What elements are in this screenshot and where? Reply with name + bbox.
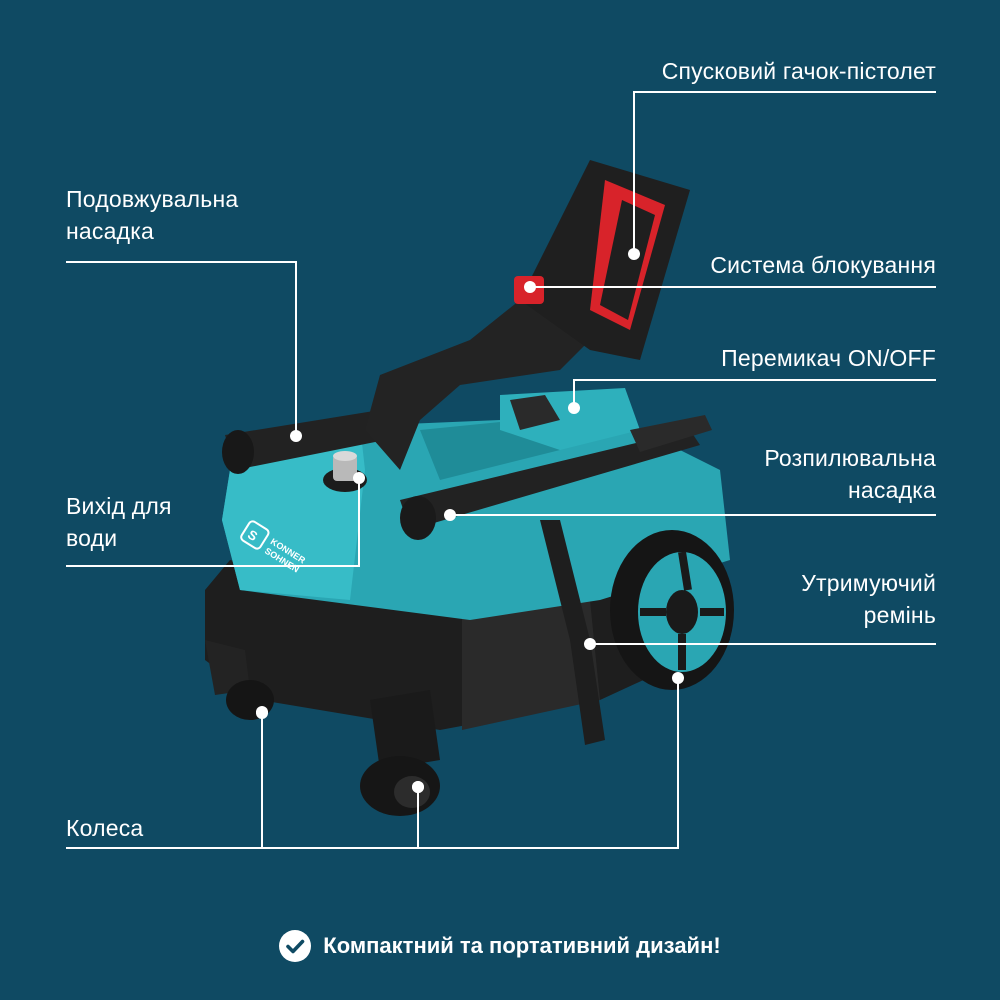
check-circle-icon bbox=[279, 930, 312, 962]
footer-text: Компактний та портативний дизайн! bbox=[323, 933, 721, 958]
label-power-switch-text: Перемикач ON/OFF bbox=[721, 345, 936, 371]
label-holding-strap: Утримуючий ремінь bbox=[801, 567, 936, 631]
label-extension-nozzle: Подовжувальна насадка bbox=[66, 183, 238, 247]
callout-water-outlet bbox=[66, 478, 360, 567]
footer-tagline: Компактний та портативний дизайн! bbox=[0, 926, 1000, 966]
label-wheels-text: Колеса bbox=[66, 815, 144, 841]
callout-extension-nozzle bbox=[66, 261, 297, 436]
label-power-switch: Перемикач ON/OFF bbox=[721, 342, 936, 374]
label-lock-system: Система блокування bbox=[710, 249, 936, 281]
callout-trigger-gun bbox=[633, 91, 936, 254]
label-spray-nozzle-line2: насадка bbox=[848, 477, 936, 503]
pressure-washer: S KONNER SOHNEN bbox=[205, 160, 734, 816]
label-extension-nozzle-line1: Подовжувальна bbox=[66, 186, 239, 212]
label-spray-nozzle-line1: Розпилювальна bbox=[764, 445, 936, 471]
label-water-outlet-line2: води bbox=[66, 525, 118, 551]
label-extension-nozzle-line2: насадка bbox=[66, 218, 154, 244]
callout-wheels bbox=[66, 678, 679, 849]
label-holding-strap-line2: ремінь bbox=[863, 602, 936, 628]
extension-nozzle bbox=[222, 410, 385, 474]
label-spray-nozzle: Розпилювальна насадка bbox=[764, 442, 936, 506]
label-water-outlet: Вихід для води bbox=[66, 490, 172, 554]
label-trigger-gun: Спусковий гачок-пістолет bbox=[662, 55, 936, 87]
label-water-outlet-line1: Вихід для bbox=[66, 493, 172, 519]
label-wheels: Колеса bbox=[66, 812, 143, 844]
label-lock-system-text: Система блокування bbox=[710, 252, 936, 278]
side-wheel bbox=[610, 530, 734, 690]
trigger-gun bbox=[365, 160, 690, 470]
callout-power-switch bbox=[573, 379, 936, 408]
label-trigger-gun-text: Спусковий гачок-пістолет bbox=[661, 58, 936, 84]
callout-dots bbox=[256, 248, 684, 793]
callout-lines bbox=[66, 91, 936, 849]
label-holding-strap-line1: Утримуючий bbox=[801, 570, 936, 596]
front-caster bbox=[360, 690, 440, 816]
spray-nozzle bbox=[400, 415, 712, 540]
water-outlet bbox=[323, 451, 367, 492]
